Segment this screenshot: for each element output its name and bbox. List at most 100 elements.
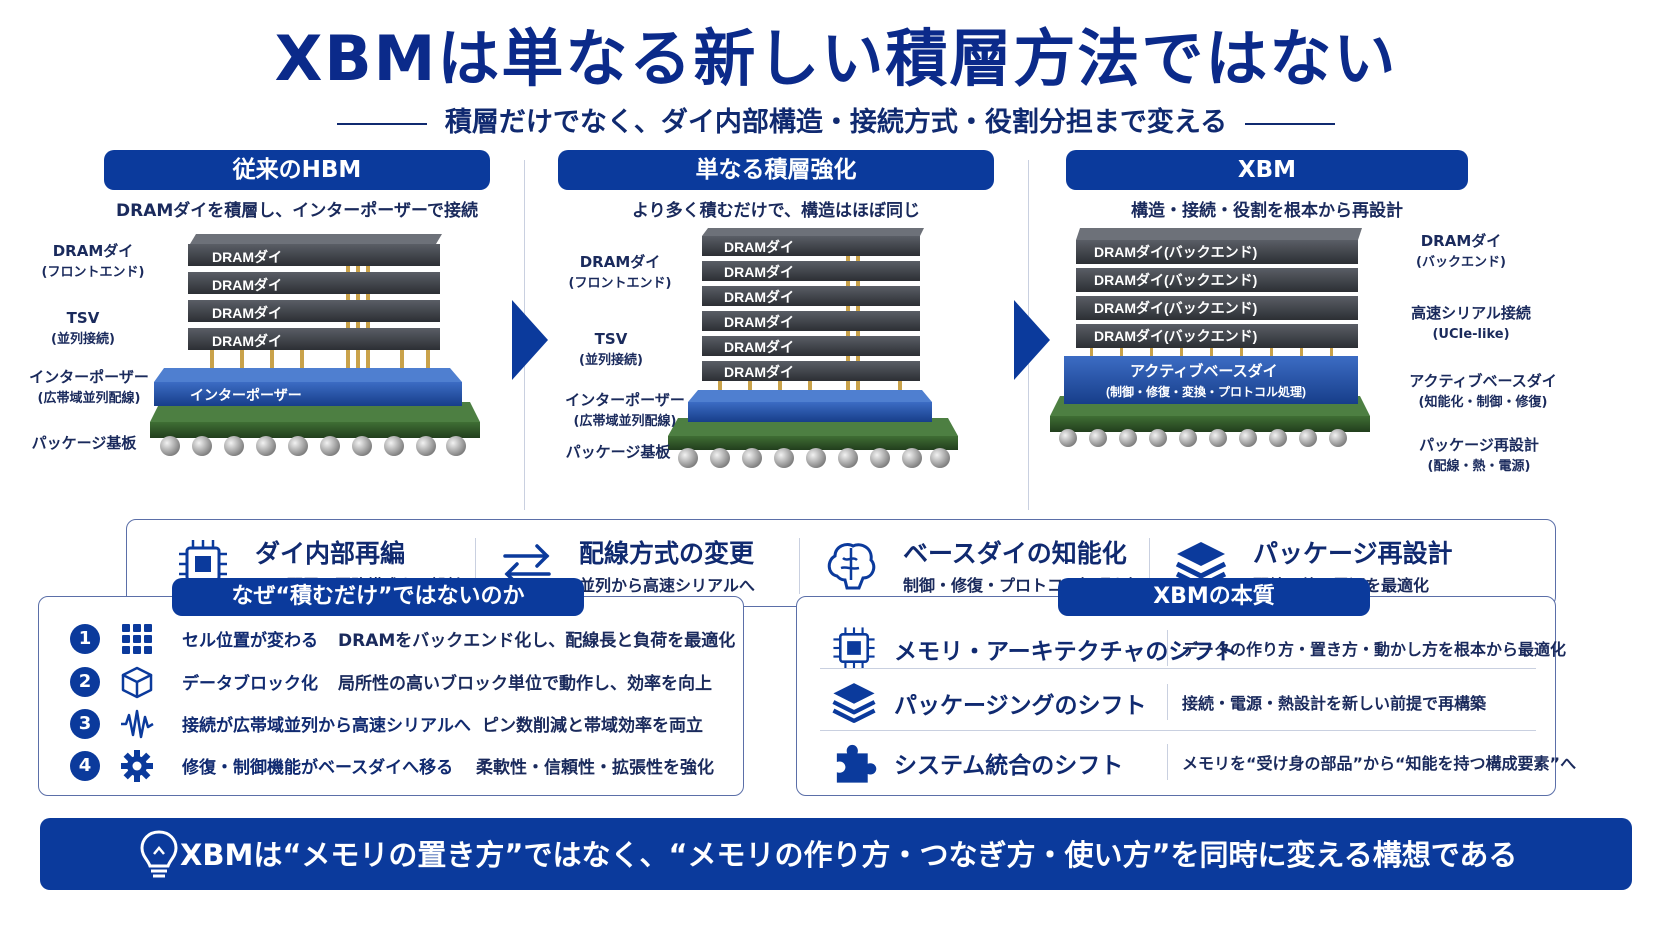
die-top-face [1076, 228, 1362, 240]
svg-text:DRAMダイ: DRAMダイ [212, 333, 282, 349]
interposer [688, 402, 932, 422]
dram-die: DRAMダイ [188, 300, 440, 322]
feature-desc: 並列から高速シリアルへ [579, 576, 755, 595]
brain-icon [827, 542, 876, 590]
callout-dram-die: DRAMダイ(フロントエンド) [41, 242, 145, 280]
subtitle-rule-left [336, 122, 427, 125]
essence-divider [1167, 684, 1168, 720]
dram-die: DRAMダイ [188, 328, 440, 350]
interposer-label: インターポーザー [190, 387, 302, 403]
interposer [154, 382, 462, 406]
interposer-top [154, 368, 462, 382]
base-die-sublabel: (制御・修復・変換・プロトコル処理) [1106, 384, 1306, 399]
dram-die: DRAMダイ [702, 261, 920, 281]
footer-banner: XBMは“メモリの置き方”ではなく、“メモリの作り方・つなぎ方・使い方”を同時に… [40, 818, 1632, 890]
why-item: 1 セル位置が変わる DRAMをバックエンド化し、配線長と負荷を最適化 [70, 622, 740, 662]
essence-item-desc: 接続・電源・熱設計を新しい前提で再構築 [1182, 694, 1487, 713]
essence-item-desc: データの作り方・置き方・動かし方を根本から最適化 [1182, 640, 1567, 659]
chip-icon [833, 627, 875, 669]
callout-dram-die: DRAMダイ(フロントエンド) [568, 253, 672, 291]
puzzle-icon [836, 744, 877, 783]
essence-item-title: システム統合のシフト [894, 753, 1124, 779]
active-base-die [1064, 356, 1358, 404]
callout-tsv: TSV(並列接続) [579, 330, 643, 368]
why-item-number: 4 [70, 751, 100, 781]
svg-text:DRAMダイ: DRAMダイ [724, 364, 794, 380]
panel-header-stack: 単なる積層強化 [558, 150, 994, 190]
dram-die: DRAMダイ [702, 361, 920, 381]
essence-item-desc: メモリを“受け身の部品”から“知能を持つ構成要素”へ [1182, 754, 1577, 773]
essence-item-title: メモリ・アーキテクチャのシフト [894, 639, 1238, 665]
svg-text:DRAMダイ: DRAMダイ [724, 314, 794, 330]
dram-die: DRAMダイ [702, 286, 920, 306]
gear-icon [121, 750, 153, 782]
serial-links [1090, 348, 1333, 356]
feature-wiring-change: 配線方式の変更 並列から高速シリアルへ [499, 520, 799, 608]
grid-icon [122, 624, 152, 654]
interposer-top [688, 390, 932, 402]
substrate-top [150, 402, 480, 422]
dram-die: DRAMダイ [702, 336, 920, 356]
panel-desc-xbm: 構造・接続・役割を根本から再設計 [1131, 201, 1403, 221]
dram-die: DRAMダイ(バックエンド) [1076, 268, 1358, 292]
why-item-desc: 柔軟性・信頼性・拡張性を強化 [476, 758, 714, 778]
why-box [38, 596, 744, 796]
feature-title: 配線方式の変更 [579, 539, 755, 568]
why-box-header: なぜ“積むだけ”ではないのか [172, 578, 584, 616]
solder-balls [678, 448, 950, 468]
why-item-title: セル位置が変わる [182, 631, 318, 651]
lightbulb-icon [140, 830, 178, 878]
svg-text:DRAMダイ(バックエンド): DRAMダイ(バックエンド) [1094, 300, 1257, 316]
why-item: 3 接続が広帯域並列から高速シリアルへ ピン数削減と帯域効率を両立 [70, 707, 740, 747]
essence-item: パッケージングのシフト 接続・電源・熱設計を新しい前提で再構築 [812, 672, 1532, 732]
why-item-number: 2 [70, 667, 100, 697]
waveform-icon [121, 709, 154, 739]
why-item-desc: ピン数削減と帯域効率を両立 [482, 716, 703, 736]
die-top-face [702, 228, 924, 236]
essence-separator [820, 730, 1536, 731]
dram-die: DRAMダイ [188, 234, 442, 266]
why-item: 2 データブロック化 局所性の高いブロック単位で動作し、効率を向上 [70, 665, 740, 705]
callout-interposer: インターポーザー(広帯域並列配線) [29, 368, 149, 406]
essence-box-header: XBMの本質 [1058, 578, 1370, 616]
solder-balls [1059, 429, 1347, 447]
svg-text:DRAMダイ: DRAMダイ [724, 239, 794, 255]
callout-tsv: TSV(並列接続) [51, 309, 115, 347]
svg-text:DRAMダイ: DRAMダイ [212, 249, 282, 265]
panel-desc-stack: より多く積むだけで、構造はほぼ同じ [632, 201, 920, 221]
hbm-stack-diagram: インターポーザー DRAMダイ DRAMダイ DRAMダイ DRAMダイ [150, 234, 480, 456]
why-item-title: 修復・制御機能がベースダイへ移る [182, 758, 454, 778]
panel-header-hbm: 従来のHBM [104, 150, 490, 190]
callout-package-redesign: パッケージ再設計(配線・熱・電源) [1419, 436, 1539, 474]
callout-package-substrate: パッケージ基板 [31, 434, 137, 452]
callout-dram-die: DRAMダイ(バックエンド) [1416, 232, 1506, 270]
essence-divider [1167, 744, 1168, 780]
subtitle-rule-right [1245, 122, 1336, 125]
why-item-title: 接続が広帯域並列から高速シリアルへ [182, 716, 471, 736]
svg-text:DRAMダイ(バックエンド): DRAMダイ(バックエンド) [1094, 272, 1257, 288]
essence-item: メモリ・アーキテクチャのシフト データの作り方・置き方・動かし方を根本から最適化 [812, 618, 1566, 678]
page-subtitle: 積層だけでなく、ダイ内部構造・接続方式・役割分担まで変える [0, 100, 1672, 139]
page-title: XBMは単なる新しい積層方法ではない [274, 22, 1398, 95]
svg-text:DRAMダイ(バックエンド): DRAMダイ(バックエンド) [1094, 244, 1257, 260]
essence-separator [820, 668, 1536, 669]
why-item: 4 修復・制御機能がベースダイへ移る 柔軟性・信頼性・拡張性を強化 [70, 749, 740, 789]
feature-title: ダイ内部再編 [255, 539, 406, 568]
subtitle-text: 積層だけでなく、ダイ内部構造・接続方式・役割分担まで変える [444, 107, 1228, 138]
svg-text:DRAMダイ: DRAMダイ [724, 339, 794, 355]
panel-header-xbm: XBM [1066, 150, 1468, 190]
tsv-pillars [210, 266, 430, 368]
callout-serial-link: 高速シリアル接続(UCIe-like) [1411, 304, 1531, 342]
substrate-top [668, 418, 958, 436]
essence-box [796, 596, 1556, 796]
essence-divider [1167, 630, 1168, 666]
solder-balls [160, 436, 466, 456]
feature-title: ベースダイの知能化 [903, 539, 1127, 568]
footer-text: XBMは“メモリの置き方”ではなく、“メモリの作り方・つなぎ方・使い方”を同時に… [180, 838, 1518, 872]
svg-text:DRAMダイ: DRAMダイ [212, 305, 282, 321]
why-item-title: データブロック化 [182, 674, 318, 694]
transition-arrow-icon [1014, 300, 1050, 380]
svg-text:DRAMダイ: DRAMダイ [724, 264, 794, 280]
package-substrate [150, 422, 480, 438]
xbm-stack-diagram: アクティブベースダイ (制御・修復・変換・プロトコル処理) DRAMダイ(バック… [1050, 228, 1370, 447]
